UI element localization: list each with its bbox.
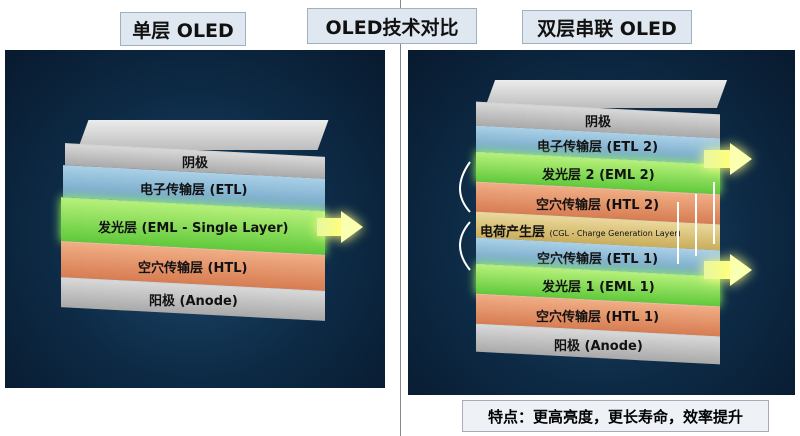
light-arrow-top — [704, 150, 732, 168]
light-arrow — [317, 218, 343, 236]
tandem-oled-title: 双层串联 OLED — [522, 10, 692, 44]
single-oled-title: 单层 OLED — [120, 12, 246, 46]
light-arrow-bottom — [704, 261, 732, 279]
charge-arrow — [713, 182, 715, 244]
comparison-title: OLED技术对比 — [307, 8, 477, 44]
divider — [400, 0, 401, 436]
light-arrow-head — [341, 211, 363, 243]
tandem-oled-panel: 阴极 电子传输层 (ETL 2) 发光层 2 (EML 2) 空穴传输层 (HT… — [408, 50, 795, 395]
features-note: 特点：更高亮度，更长寿命，效率提升 — [462, 400, 769, 432]
single-oled-panel: 阴极 电子传输层 (ETL) 发光层 (EML - Single Layer) … — [5, 50, 385, 388]
curved-arrows-icon — [459, 161, 471, 271]
charge-arrow — [677, 202, 679, 264]
charge-arrow — [695, 194, 697, 256]
light-arrow-bottom-head — [730, 254, 752, 286]
light-arrow-top-head — [730, 143, 752, 175]
cgl-sublabel: (CGL - Charge Generation Layer) — [549, 229, 681, 239]
